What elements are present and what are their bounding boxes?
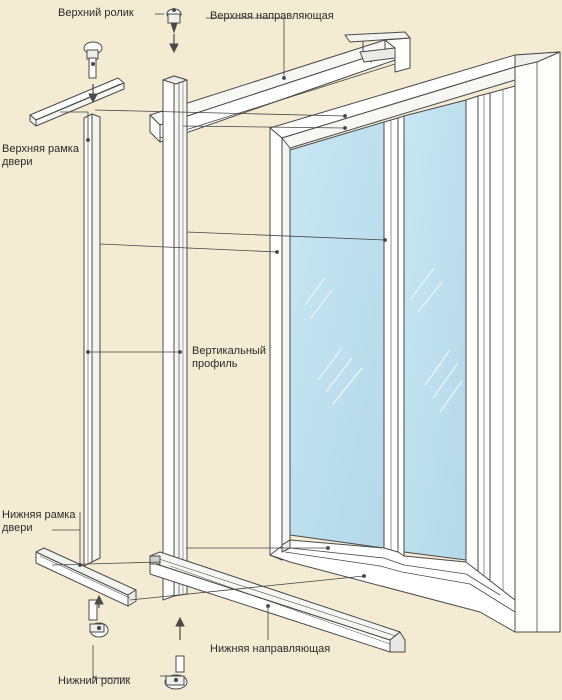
label-bottom-roller: Нижний ролик: [58, 675, 131, 687]
assembly-arrows: [88, 34, 185, 640]
top-guide-rail: [149, 31, 411, 143]
bottom-roller-icon-1: [88, 599, 109, 638]
leader-lines: [51, 13, 387, 679]
label-bottom-door-frame: Нижняя рамка двери: [2, 509, 76, 534]
top-door-frame-part: [29, 77, 125, 127]
label-bottom-guide: Нижняя направляющая: [210, 643, 331, 655]
top-roller-icon-1: [166, 8, 182, 34]
right-glass-panel: [403, 99, 467, 561]
vertical-profile-part: [162, 75, 188, 601]
bottom-roller-icon-2: [164, 655, 188, 690]
left-glass-panel: [289, 121, 385, 549]
bottom-guide-rail: [149, 551, 406, 653]
bottom-door-frame-part: [35, 547, 137, 607]
label-vertical-profile: Вертикальный профиль: [192, 345, 266, 370]
top-roller-icon-2: [83, 41, 103, 79]
door-vertical-side-frame: [83, 113, 101, 567]
door-frame-assembly: [269, 51, 561, 633]
label-top-guide: Верхняя направляющая: [210, 10, 334, 22]
label-top-door-frame: Верхняя рамка двери: [2, 143, 79, 168]
label-top-roller: Верхний ролик: [58, 7, 134, 19]
